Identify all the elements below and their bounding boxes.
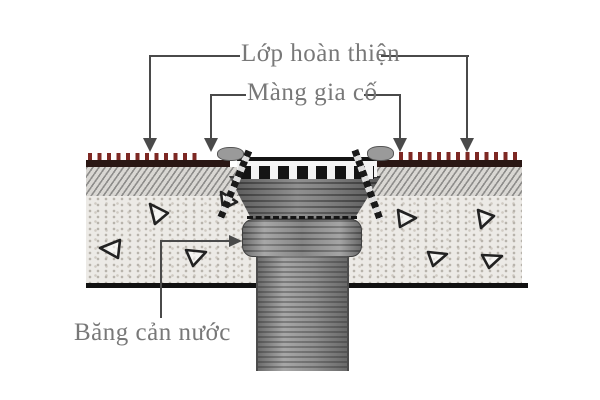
drain-funnel-body [229, 176, 381, 220]
leader-membrane-left-h [210, 94, 246, 97]
leader-waterstop-h [160, 240, 230, 243]
slab-bottom-edge-right [348, 283, 528, 288]
drain-grate [237, 157, 377, 179]
leader-finish-left-v [149, 55, 152, 139]
label-finish-layer: Lớp hoàn thiện [241, 40, 401, 67]
finish-layer-ticks-left [88, 153, 198, 161]
slab-bottom-edge-left [86, 283, 258, 288]
leader-membrane-right-v [399, 94, 402, 139]
label-waterstop-band: Băng cản nước [74, 319, 231, 346]
waterstop-collar [242, 219, 362, 257]
membrane-edge-left [217, 147, 244, 161]
leader-finish-left-h [150, 55, 240, 58]
collar-dashed-seam [247, 216, 357, 219]
leader-finish-right-h [381, 55, 469, 58]
finish-layer-band-left [86, 160, 230, 167]
leader-finish-right-v [466, 55, 469, 139]
label-reinforcing-membrane: Màng gia cố [247, 79, 378, 106]
down-arrowhead-icon [204, 138, 218, 152]
finish-layer-band-right [372, 160, 522, 167]
down-arrowhead-icon [143, 138, 157, 152]
finish-layer-ticks-right [399, 152, 518, 160]
leader-waterstop-v [160, 241, 163, 318]
drain-grate-slots [240, 166, 374, 179]
membrane-edge-right [367, 146, 394, 161]
right-arrowhead-icon [229, 235, 242, 247]
leader-membrane-right-h [364, 94, 401, 97]
leader-membrane-left-v [210, 94, 213, 139]
pipe [256, 256, 349, 371]
down-arrowhead-icon [460, 138, 474, 152]
down-arrowhead-icon [393, 138, 407, 152]
